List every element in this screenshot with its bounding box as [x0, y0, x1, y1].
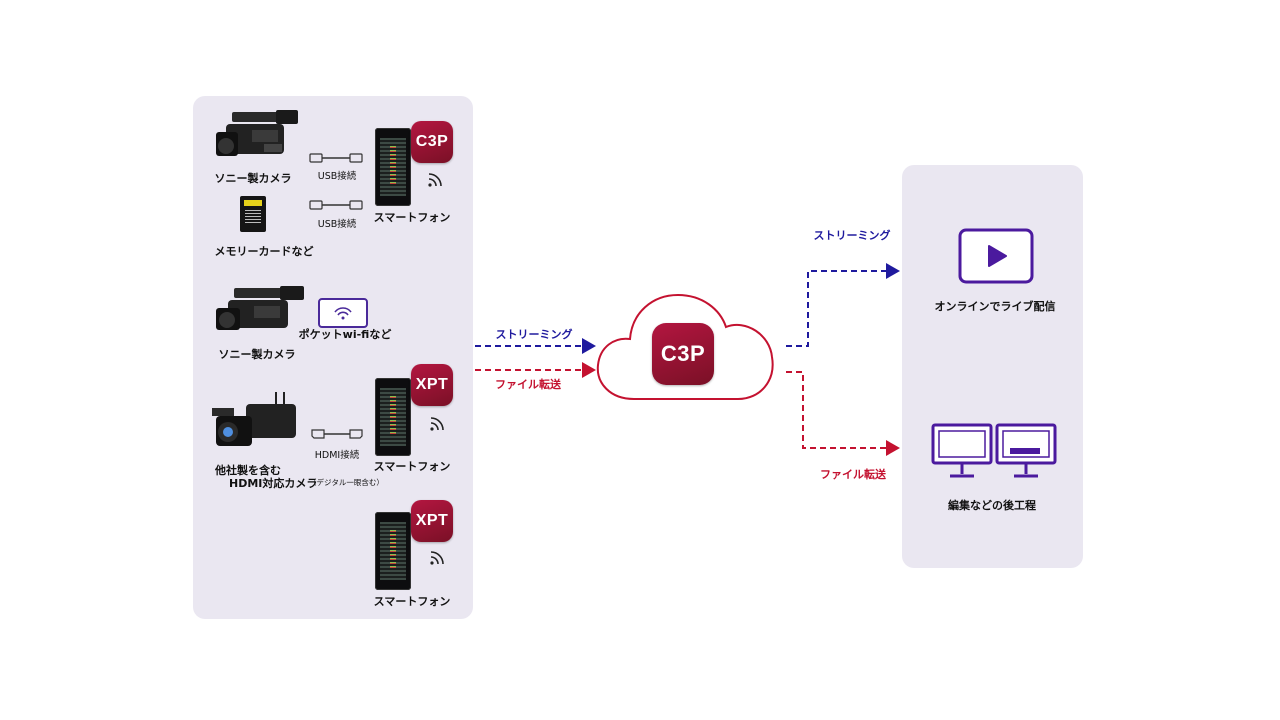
- signal-icon-3: [430, 551, 444, 565]
- file-transfer-label-right: ファイル転送: [820, 468, 886, 481]
- smartphone-icon-2: [375, 378, 411, 456]
- c3p-app-icon: C3P: [411, 121, 453, 163]
- hdmi-camera-icon: [212, 392, 296, 446]
- live-label: オンラインでライブ配信: [934, 300, 1056, 313]
- camera-label-2: ソニー製カメラ: [218, 348, 296, 361]
- cloud: C3P: [592, 285, 780, 403]
- file-transfer-label-left: ファイル転送: [495, 378, 561, 391]
- pocket-wifi-icon: [318, 298, 368, 328]
- usb-label-2: USB接続: [317, 219, 357, 230]
- card-label: メモリーカードなど: [214, 245, 314, 258]
- xpt-app-icon: XPT: [411, 364, 453, 406]
- dual-monitor-editing-icon: [931, 423, 1057, 478]
- streaming-label-left: ストリーミング: [495, 328, 573, 341]
- file-transfer-arrow-right: [786, 371, 900, 456]
- usb-cable-icon: [309, 153, 363, 163]
- signal-icon: [428, 173, 442, 187]
- hdmi-cable-icon: [311, 429, 363, 439]
- play-monitor-icon: [958, 228, 1034, 284]
- phone-label-3: スマートフォン: [373, 595, 451, 608]
- streaming-arrow-right: [786, 263, 900, 347]
- signal-icon-2: [430, 417, 444, 431]
- c3p-cloud-app-icon: C3P: [652, 323, 714, 385]
- memory-card-icon: [240, 196, 266, 232]
- sony-camcorder-icon-2: [216, 286, 304, 330]
- hdmi-label: HDMI接続: [314, 450, 360, 461]
- phone-label-2: スマートフォン: [373, 460, 451, 473]
- hdmi-camera-label-1: 他社製を含む: [215, 464, 281, 477]
- hdmi-camera-note: （デジタル一眼含む）: [309, 478, 384, 487]
- post-label: 編集などの後工程: [948, 499, 1036, 512]
- sony-camcorder-icon: [216, 110, 298, 156]
- wifi-label: ポケットwi-fiなど: [298, 328, 392, 341]
- smartphone-icon-3: [375, 512, 411, 590]
- streaming-label-right: ストリーミング: [813, 229, 891, 242]
- phone-label: スマートフォン: [373, 211, 451, 224]
- usb-label-1: USB接続: [317, 171, 357, 182]
- camera-label: ソニー製カメラ: [214, 172, 292, 185]
- usb-cable-icon-2: [309, 200, 363, 210]
- xpt-app-icon-2: XPT: [411, 500, 453, 542]
- smartphone-icon: [375, 128, 411, 206]
- hdmi-camera-label-2: HDMI対応カメラ: [229, 477, 318, 490]
